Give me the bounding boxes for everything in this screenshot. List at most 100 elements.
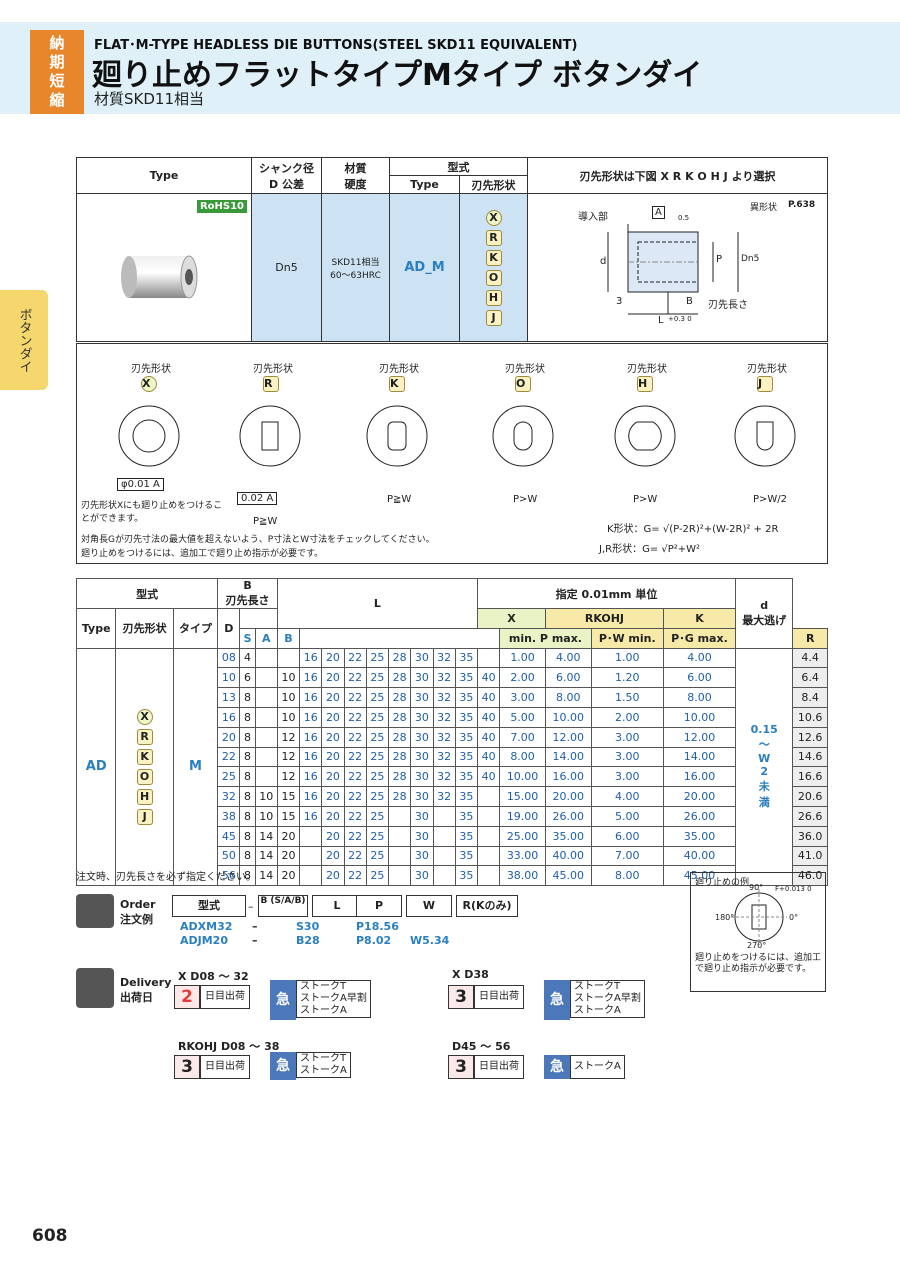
table-cell: 22 [343,687,367,708]
note-rotation-stop: 廻り止めをつけるには、追加工で廻り止め指示が必要です。 [81,549,324,559]
g1-stk2: ストークA [300,1005,347,1016]
table-cell: 35 [454,687,478,708]
table-cell: 32 [432,766,456,788]
order-col-p: P [356,895,402,917]
three-label: 3 [616,296,623,307]
l-tol-label: +0.3 0 [668,315,692,323]
table-cell: 16 [299,746,323,768]
table-cell: 30 [410,706,434,728]
table-cell: 28 [388,647,412,669]
page-ref-link[interactable]: P.638 [788,200,816,210]
table-cell: 4.00 [662,647,737,669]
cell-taipu: M [172,647,219,887]
rohs-badge: RoHS10 [196,200,247,213]
g1-txt: 日目出荷 [200,985,250,1009]
table-cell: 10 [254,786,278,807]
table-cell: 30 [410,805,434,827]
table-cell: 35 [454,706,478,728]
table-cell: 19.00 [499,805,546,827]
th-k: K [662,608,737,629]
table-cell: 16 [299,647,323,669]
table-cell: 35 [454,786,478,807]
table-cell: 8.00 [499,746,546,768]
table-cell: 26.00 [544,805,592,827]
order-col-model: 型式 [172,895,246,917]
th-t-D: D [217,608,241,649]
shape-k-head: K [389,376,405,392]
th-minp: min. P max. [499,627,592,649]
table-cell [299,845,323,867]
table-cell: 8.00 [590,865,664,887]
order-dash: – [248,900,254,913]
table-cell: 2.00 [499,667,546,689]
table-cell: 25 [365,786,390,807]
subtitle-en: FLAT･M-TYPE HEADLESS DIE BUTTONS(STEEL S… [94,38,578,53]
table-cell: 28 [388,706,412,728]
table-cell: 30 [410,766,434,788]
d-label: d [600,256,607,267]
table-cell: 30 [410,667,434,689]
g1-days: 2 [174,985,200,1009]
th-blank [239,608,278,629]
table-cell: 28 [388,726,412,748]
g1-stk0: ストークT [300,981,347,992]
table-cell: 22 [343,845,367,867]
table-cell: 4.00 [544,647,592,669]
side-tab[interactable]: ボタンダイ [0,290,48,390]
shape-h-head: H [637,376,653,392]
row-shape: R [136,728,153,745]
table-cell: 16 [299,726,323,748]
table-cell: 25 [365,865,390,887]
r-range-part: W [758,752,771,766]
table-cell: 10 [217,667,241,689]
angle-0: 0° [789,913,799,922]
shape-x: X [485,209,502,226]
cond-r: P≧W [253,516,278,527]
table-cell: 40 [476,687,501,708]
table-cell: 32 [432,746,456,768]
rot-title: 廻り止めの例 [695,878,750,888]
l-label: L [658,315,664,326]
th-rkohj: RKOHJ [544,608,664,629]
table-cell: 1.50 [590,687,664,708]
table-cell: 10 [276,687,301,708]
table-cell [299,865,323,887]
table-cell: 8 [239,845,256,867]
shape-label-h: 刃先形状 [627,364,667,375]
table-cell: 40 [476,726,501,748]
note-x-rotation: 刃先形状Xにも廻り止めをつけることができます。 [81,501,223,524]
table-cell [432,865,456,887]
table-cell: 22 [343,667,367,689]
table-cell: 32 [432,667,456,689]
g4-head: D45 ～ 56 [452,1040,511,1053]
table-cell: 16 [299,687,323,708]
th-b1: B [243,579,252,592]
th-select: 刃先形状は下図 X R K O H J より選択 [527,157,828,194]
g3-days: 3 [174,1055,200,1079]
ex2-w: W5.34 [410,934,450,947]
order-col-l: L [312,895,362,917]
order-note: 注文時、刃先長さを必ず指定ください。 [76,872,256,883]
table-cell: 4.00 [590,786,664,807]
table-cell [254,667,278,689]
table-cell: 28 [388,667,412,689]
table-cell: 20 [321,667,345,689]
shape-label-r: 刃先形状 [253,364,293,375]
table-cell: 25 [365,766,390,788]
th-shank-3: 公差 [281,177,304,191]
table-cell: 33.00 [499,845,546,867]
table-cell: 22 [343,825,367,847]
table-cell: 25 [365,667,390,689]
table-cell: 30 [410,865,434,887]
r-range-part: 2 [760,765,769,779]
table-cell: 14 [254,865,278,887]
table-cell: 40 [476,706,501,728]
row-shape: K [136,748,153,765]
order-col-w: W [406,895,452,917]
